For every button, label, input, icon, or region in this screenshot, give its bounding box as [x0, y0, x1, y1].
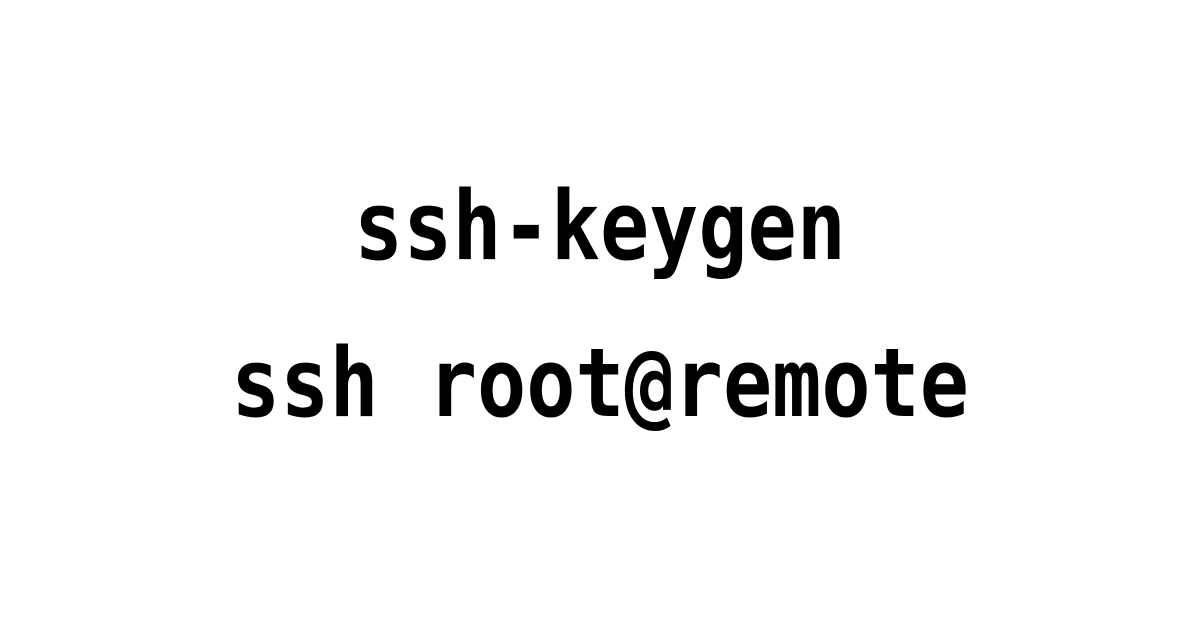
command-stack: ssh-keygen ssh root@remote — [0, 180, 1200, 432]
command-line-ssh-remote: ssh root@remote — [231, 329, 969, 439]
command-line-keygen: ssh-keygen — [354, 172, 846, 282]
